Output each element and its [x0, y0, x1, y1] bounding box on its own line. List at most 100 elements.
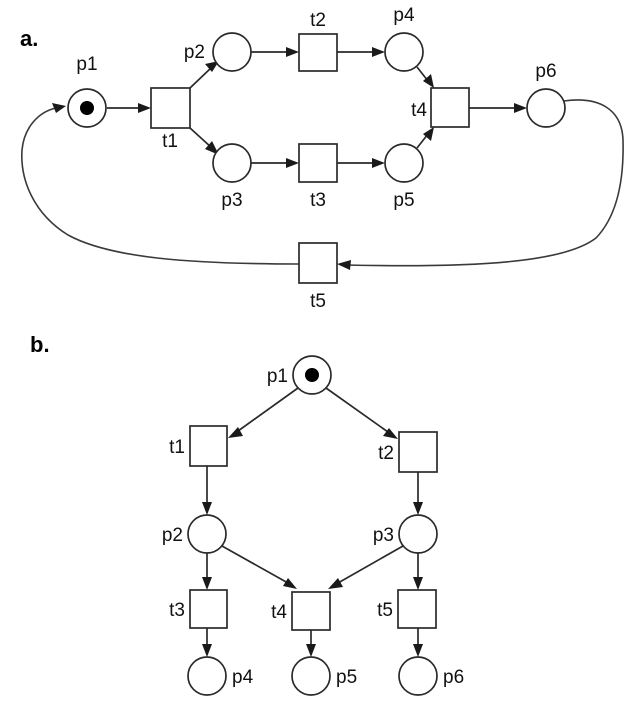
transition-box [298, 33, 338, 72]
place-p2[interactable]: p2 [184, 32, 252, 72]
arrowhead-p1-t1 [138, 103, 151, 113]
arrowhead-t1-p3 [205, 141, 219, 155]
place-label: p3 [221, 190, 242, 211]
transition-t3[interactable]: t3 [298, 143, 338, 211]
panel-a-places: p1 p2 p3 p4 p5 [67, 5, 566, 211]
place-label: p4 [232, 667, 254, 688]
arrowhead-t1-p2 [202, 502, 212, 515]
place-p2[interactable]: p2 [162, 514, 227, 554]
arrowhead-t3-p4 [202, 644, 212, 657]
transition-box [430, 87, 470, 128]
panel-b-places: p1 p2 p3 p4 p5 [162, 355, 464, 696]
place-circle [291, 656, 331, 696]
transition-label: t5 [377, 600, 393, 621]
arrowhead-p1-t1 [228, 427, 243, 438]
transition-t4[interactable]: t4 [271, 591, 331, 631]
place-p3[interactable]: p3 [373, 514, 438, 554]
arc-p2-t4 [221, 545, 289, 584]
place-label: p1 [267, 366, 288, 387]
transition-label: t3 [169, 600, 185, 621]
transition-t1[interactable]: t1 [150, 87, 191, 152]
transition-label: t4 [271, 602, 287, 623]
place-circle [187, 514, 227, 554]
transition-box [398, 431, 438, 473]
arrowhead-p3-t5 [413, 577, 423, 590]
arrowhead-t4-p6 [514, 103, 527, 113]
place-circle [384, 143, 424, 183]
place-label: p5 [393, 190, 414, 211]
token-dot [80, 101, 94, 115]
place-label: p5 [336, 667, 357, 688]
place-p6[interactable]: p6 [398, 656, 464, 696]
arrowhead-p3-t4 [328, 578, 343, 589]
arrowhead-p3-t3 [286, 158, 299, 168]
transition-box [397, 589, 437, 629]
transition-t1[interactable]: t1 [169, 425, 228, 467]
panel-a-label: a. [20, 26, 38, 51]
transition-label: t1 [169, 437, 185, 458]
arrowhead-p6-t5 [337, 260, 351, 270]
arrowhead-p2-t3 [202, 577, 212, 590]
panel-b-arcs [202, 387, 423, 657]
place-circle [187, 656, 227, 696]
arc-t1-p2 [189, 66, 213, 89]
transition-label: t5 [310, 291, 326, 312]
transition-t5[interactable]: t5 [298, 242, 338, 312]
transition-label: t2 [378, 443, 394, 464]
arrowhead-p1-t2 [383, 428, 398, 439]
place-p4[interactable]: p4 [384, 5, 424, 72]
arrowhead-p4-t4 [423, 74, 434, 88]
transition-t4[interactable]: t4 [411, 87, 470, 128]
place-circle [526, 88, 566, 128]
arrowhead-p5-t4 [423, 127, 434, 141]
place-p3[interactable]: p3 [212, 143, 252, 211]
place-circle [212, 143, 252, 183]
place-label: p6 [443, 667, 464, 688]
place-circle [384, 32, 424, 72]
transition-label: t2 [310, 10, 326, 31]
place-p1[interactable]: p1 [67, 54, 107, 128]
arrowhead-t2-p4 [372, 47, 385, 57]
transition-t3[interactable]: t3 [169, 589, 228, 629]
place-circle [398, 656, 438, 696]
panel-a: a. [20, 5, 624, 312]
transition-box [150, 87, 191, 129]
place-label: p6 [535, 61, 556, 82]
transition-box [298, 242, 338, 284]
transition-box [291, 591, 331, 631]
place-p5[interactable]: p5 [291, 656, 357, 696]
arrowhead-t2-p3 [413, 502, 423, 515]
arc-p6-t5 [344, 99, 624, 267]
place-p4[interactable]: p4 [187, 656, 254, 696]
panel-a-transitions: t1 t2 t3 t4 t5 [150, 10, 470, 312]
place-label: p1 [76, 54, 97, 75]
place-circle [398, 514, 438, 554]
arrowhead-p2-t4 [283, 578, 297, 589]
transition-t5[interactable]: t5 [377, 589, 437, 629]
transition-label: t1 [162, 131, 178, 152]
place-p6[interactable]: p6 [526, 61, 566, 128]
panel-b: b. [30, 332, 464, 696]
arrowhead-t5-p1 [52, 103, 66, 113]
token-dot [305, 368, 319, 382]
transition-label: t3 [310, 190, 326, 211]
arc-p1-t1 [237, 387, 299, 432]
arc-t5-p1 [21, 107, 300, 265]
place-p5[interactable]: p5 [384, 143, 424, 211]
transition-box [189, 425, 228, 467]
place-label: p2 [162, 525, 183, 546]
panel-a-arcs [21, 47, 624, 270]
transition-box [298, 143, 338, 183]
panel-b-label: b. [30, 332, 50, 357]
arrowhead-t1-p2 [205, 61, 219, 72]
place-p1[interactable]: p1 [267, 355, 332, 395]
arc-p3-t4 [337, 545, 404, 584]
place-label: p2 [184, 42, 205, 63]
transition-t2[interactable]: t2 [298, 10, 338, 72]
transition-t2[interactable]: t2 [378, 431, 438, 473]
place-label: p4 [393, 5, 415, 26]
arrowhead-t5-p6 [413, 644, 423, 657]
arc-p1-t2 [325, 387, 389, 433]
